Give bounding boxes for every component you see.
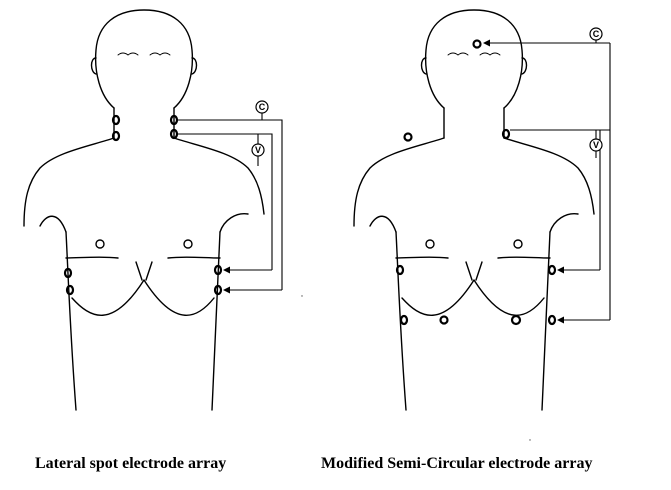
electrode-neck-right: [503, 130, 509, 138]
electrode-lower-mid-right: [512, 316, 520, 324]
electrode-shoulder-left: [405, 134, 412, 141]
electrode-group: [65, 116, 221, 294]
torso-outline: [24, 10, 264, 410]
electrode-forehead: [474, 41, 481, 48]
voltmeter-label: V: [255, 145, 261, 155]
wiring: C V: [178, 101, 282, 290]
wiring: C V: [484, 28, 610, 320]
electrode-lower-left: [401, 316, 407, 324]
electrode-group: [397, 41, 555, 325]
lateral-array-panel: C V: [24, 10, 282, 410]
electrode-neck-left-lower: [113, 132, 119, 140]
torso-outline: [354, 10, 594, 410]
electrode-chest-right: [549, 266, 555, 274]
panel-caption: Lateral spot electrode array: [35, 455, 226, 473]
electrode-lower-right: [549, 316, 555, 324]
electrode-lower-mid-left: [441, 317, 448, 324]
semicircular-array-panel: C V: [354, 10, 610, 410]
panel-caption: Modified Semi-Circular electrode array: [321, 455, 592, 473]
electrode-chest-left: [397, 266, 403, 274]
current-source-label: C: [593, 29, 600, 39]
electrode-chest-left-lower: [67, 286, 73, 294]
current-source-label: C: [259, 102, 266, 112]
voltmeter-label: V: [593, 140, 599, 150]
electrode-neck-left-upper: [113, 116, 119, 124]
